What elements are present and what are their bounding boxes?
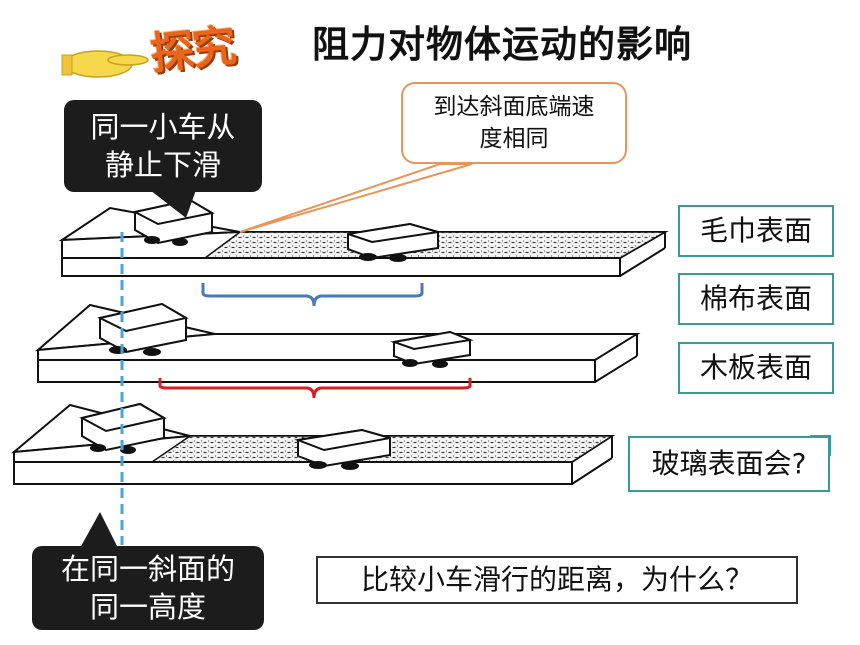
brace-towel <box>201 283 424 307</box>
page-title: 阻力对物体运动的影响 <box>312 23 692 66</box>
explore-logo: 探究 <box>148 20 237 81</box>
speed-callout: 到达斜面底端速 度相同 <box>401 82 627 164</box>
pointing-hand-icon <box>61 50 149 78</box>
start-callout-line1: 同一小车从 <box>90 110 236 144</box>
label-wood-surface: 木板表面 <box>678 342 834 394</box>
cart-towel-end <box>347 222 439 262</box>
start-callout-line2: 静止下滑 <box>104 148 221 182</box>
height-callout-line2: 同一高度 <box>89 590 206 624</box>
label-glass-surface: 玻璃表面会? <box>628 436 830 492</box>
start-callout: 同一小车从 静止下滑 <box>64 100 262 192</box>
start-callout-pointer <box>150 190 196 218</box>
cart-wood-end <box>390 330 474 368</box>
label-towel-surface: 毛巾表面 <box>678 205 834 257</box>
ramp-wood <box>34 303 641 383</box>
speed-callout-pointer <box>239 163 473 233</box>
brace-wood <box>158 378 472 399</box>
speed-callout-line1: 到达斜面底端速 <box>433 94 595 120</box>
label-cotton-surface: 棉布表面 <box>678 273 834 325</box>
cart-cotton-end <box>294 428 391 470</box>
height-callout-pointer <box>80 512 118 548</box>
speed-callout-line2: 度相同 <box>479 126 549 152</box>
height-callout: 在同一斜面的 同一高度 <box>32 546 264 630</box>
question-text: 比较小车滑行的距离，为什么？ <box>316 556 798 604</box>
height-callout-line1: 在同一斜面的 <box>60 552 235 586</box>
